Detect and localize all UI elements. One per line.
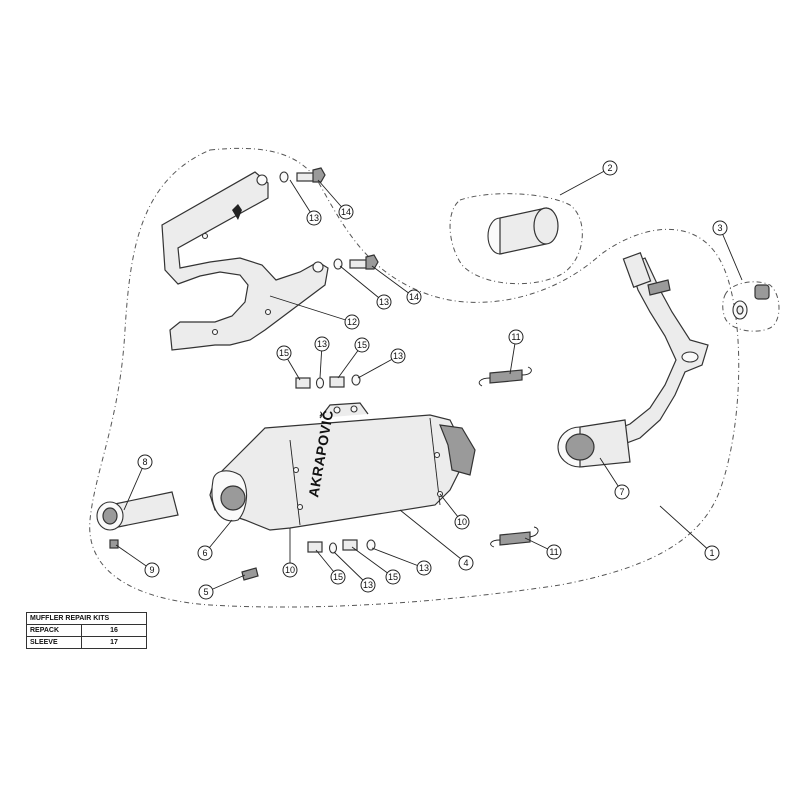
- callout-2: 2: [602, 160, 618, 176]
- callout-15-a: 15: [276, 345, 292, 361]
- callout-15-d: 15: [385, 569, 401, 585]
- svg-text:7: 7: [619, 487, 624, 497]
- callout-13-a: 13: [306, 210, 322, 226]
- callout-5: 5: [198, 584, 214, 600]
- repair-kits-header-row: MUFFLER REPAIR KITS: [26, 612, 147, 625]
- muffler-protector-clip: [241, 567, 259, 581]
- callout-15-b: 15: [354, 337, 370, 353]
- table-row: REPACK 16: [26, 624, 147, 637]
- svg-text:1: 1: [709, 548, 714, 558]
- callout-1: 1: [704, 545, 720, 561]
- kit-code: 17: [81, 636, 147, 649]
- callout-12: 12: [344, 314, 360, 330]
- svg-text:2: 2: [607, 163, 612, 173]
- clamp: [732, 284, 770, 320]
- svg-text:15: 15: [388, 572, 398, 582]
- callout-13-e: 13: [360, 577, 376, 593]
- svg-text:15: 15: [357, 340, 367, 350]
- repair-kits-title: MUFFLER REPAIR KITS: [26, 612, 147, 625]
- end-cap: [96, 491, 179, 549]
- callout-11-upper: 11: [508, 329, 524, 345]
- svg-text:12: 12: [347, 317, 357, 327]
- connector-kit-outline: [449, 193, 583, 285]
- callout-9: 9: [144, 562, 160, 578]
- kit-code: 16: [81, 624, 147, 637]
- header-pipe: [557, 252, 709, 468]
- callout-8: 8: [137, 454, 153, 470]
- svg-text:9: 9: [149, 565, 154, 575]
- callout-13-d: 13: [390, 348, 406, 364]
- svg-text:10: 10: [285, 565, 295, 575]
- callout-6: 6: [197, 545, 213, 561]
- callout-13-b: 13: [376, 294, 392, 310]
- kit-name: REPACK: [26, 624, 82, 637]
- callout-10-right: 10: [454, 514, 470, 530]
- main-assembly-outline: [89, 147, 740, 608]
- callout-15-c: 15: [330, 569, 346, 585]
- muffler: AKRAPOVIČ: [209, 402, 476, 531]
- callout-4: 4: [458, 555, 474, 571]
- svg-text:13: 13: [393, 351, 403, 361]
- svg-text:6: 6: [202, 548, 207, 558]
- svg-text:13: 13: [309, 213, 319, 223]
- callout-10-left: 10: [282, 562, 298, 578]
- callout-13-f: 13: [416, 560, 432, 576]
- clamp-kit-outline: [722, 281, 780, 332]
- svg-text:13: 13: [317, 339, 327, 349]
- svg-text:13: 13: [419, 563, 429, 573]
- bracket-fasteners-top: [279, 167, 379, 270]
- callout-11-lower: 11: [546, 544, 562, 560]
- kit-name: SLEEVE: [26, 636, 82, 649]
- svg-text:11: 11: [549, 547, 558, 557]
- callout-13-c: 13: [314, 336, 330, 352]
- link-pipe: [487, 207, 559, 255]
- callout-14-b: 14: [406, 289, 422, 305]
- mounting-bracket: [161, 171, 329, 351]
- svg-text:8: 8: [142, 457, 147, 467]
- svg-text:3: 3: [717, 223, 722, 233]
- table-row: SLEEVE 17: [26, 636, 147, 649]
- svg-text:15: 15: [333, 572, 343, 582]
- muffler-fasteners-upper: [295, 374, 361, 389]
- callout-14-a: 14: [338, 204, 354, 220]
- svg-text:15: 15: [279, 348, 289, 358]
- callout-3: 3: [712, 220, 728, 236]
- spring-lower: [490, 526, 539, 548]
- svg-text:14: 14: [341, 207, 351, 217]
- svg-text:4: 4: [463, 558, 468, 568]
- callout-7: 7: [614, 484, 630, 500]
- svg-text:13: 13: [379, 297, 389, 307]
- svg-text:11: 11: [511, 332, 520, 342]
- svg-text:13: 13: [363, 580, 373, 590]
- svg-text:5: 5: [203, 587, 208, 597]
- muffler-fasteners-lower: [307, 539, 376, 554]
- svg-text:10: 10: [457, 517, 467, 527]
- spring-upper: [478, 366, 532, 387]
- svg-text:14: 14: [409, 292, 419, 302]
- muffler-repair-kits-table: MUFFLER REPAIR KITS REPACK 16 SLEEVE 17: [26, 612, 147, 649]
